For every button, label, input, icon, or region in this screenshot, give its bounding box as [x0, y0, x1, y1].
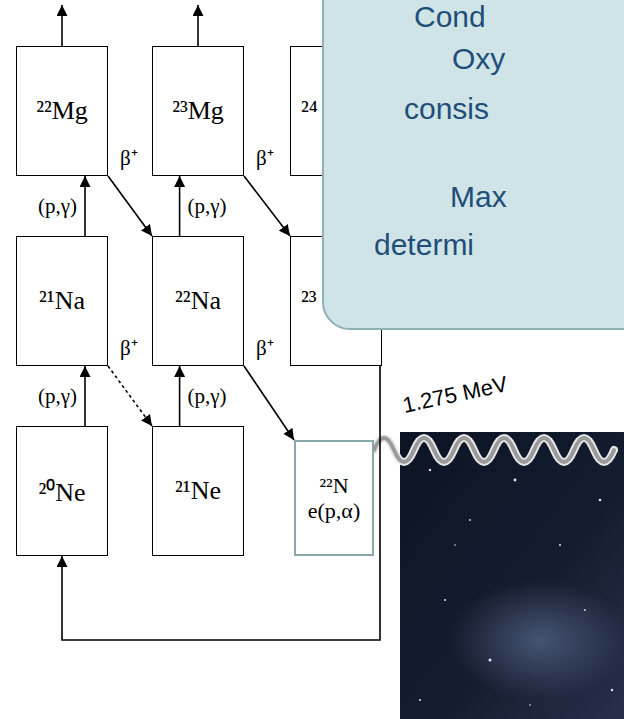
- energy-label: 1.275 MeV: [400, 371, 509, 419]
- nuclide-box: ²³Mg: [152, 46, 244, 176]
- nuclide-box: ²¹Ne: [152, 426, 244, 556]
- decay-arrow-dotted: [108, 366, 152, 426]
- gamma-wave-halo: [374, 438, 614, 462]
- callout-text: determi: [374, 228, 474, 263]
- nuclide-label: ²³: [301, 286, 317, 316]
- decay-label: β⁺: [254, 337, 276, 360]
- nuclide-label: ²³Mg: [172, 96, 224, 126]
- nuclide-label: ²¹Na: [39, 286, 85, 316]
- nuclide-label: ²⁴: [301, 96, 318, 126]
- nuclide-label: ²²Mg: [36, 96, 88, 126]
- highlight-box: ²²N e(p,α): [294, 440, 374, 556]
- outflow-arrow: [197, 5, 199, 46]
- callout-text: Oxy: [452, 42, 505, 77]
- stars: [419, 469, 613, 706]
- callout-box: CondOxy consisMax determi: [322, 0, 624, 330]
- nuclide-box: ²²Na: [152, 236, 244, 366]
- decay-arrow: [244, 366, 294, 440]
- reaction-label: (p,γ): [186, 195, 229, 218]
- reaction-label: (p,γ): [36, 385, 79, 408]
- decay-arrow: [108, 176, 152, 236]
- nebula-glow: [450, 580, 624, 700]
- callout-text: Max: [450, 180, 507, 215]
- reaction-arrow: [179, 176, 181, 236]
- nuclide-label: ²¹Ne: [175, 476, 221, 506]
- reaction-arrow: [179, 366, 181, 426]
- reaction-arrow: [84, 176, 86, 236]
- outflow-arrow: [61, 5, 63, 46]
- reaction-arrow: [62, 366, 380, 640]
- reaction-label: (p,γ): [186, 385, 229, 408]
- decay-label: β⁺: [118, 337, 140, 360]
- reaction-arrow: [84, 366, 86, 426]
- nuclide-label: ²²N e(p,α): [299, 473, 369, 524]
- gamma-wave: [374, 438, 614, 462]
- nuclide-box: ²²Mg: [16, 46, 108, 176]
- callout-text: consis: [404, 92, 489, 127]
- nuclide-label: ²⁰Ne: [38, 473, 85, 509]
- nuclide-box: ²¹Na: [16, 236, 108, 366]
- reaction-label: (p,γ): [36, 195, 79, 218]
- nuclide-label: ²²Na: [175, 286, 221, 316]
- decay-label: β⁺: [254, 147, 276, 170]
- decay-label: β⁺: [118, 147, 140, 170]
- decay-arrow: [244, 176, 290, 236]
- nuclide-box: ²⁰Ne: [16, 426, 108, 556]
- callout-text: Cond: [414, 0, 486, 35]
